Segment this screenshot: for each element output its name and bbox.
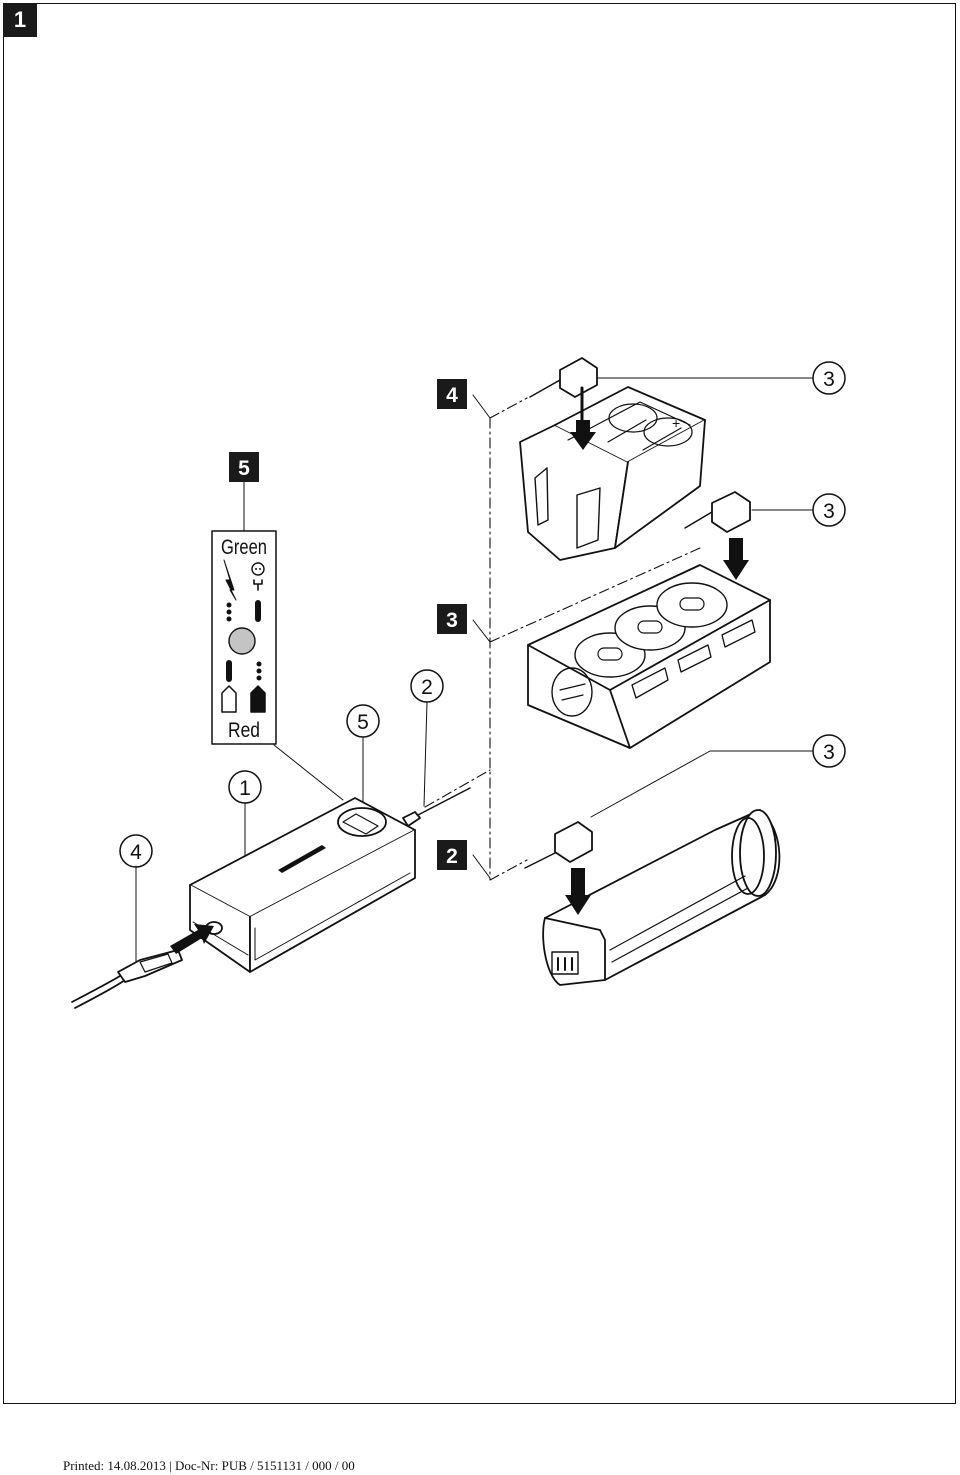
- battery-empty-icon: [221, 685, 237, 713]
- dashed-guide: [424, 397, 701, 881]
- svg-text:5: 5: [238, 457, 250, 480]
- connector-middle: [684, 491, 751, 580]
- figure-number: 1: [3, 3, 37, 37]
- svg-text:5: 5: [357, 711, 369, 734]
- svg-text:1: 1: [239, 777, 251, 800]
- connector-bottom: [524, 821, 593, 915]
- hilti-logo: [278, 845, 326, 873]
- svg-text:2: 2: [446, 845, 458, 868]
- circle-callouts: 1 2 5 4 3 3 3: [119, 361, 846, 868]
- mains-cable: [71, 924, 214, 1009]
- svg-text:4: 4: [130, 841, 142, 864]
- insert-arrow-plug: [170, 924, 214, 954]
- led-lamp: [228, 627, 256, 655]
- status-dots-bottom: [226, 660, 262, 682]
- li-ion-battery: [542, 809, 781, 986]
- svg-text:+: +: [672, 415, 680, 431]
- svg-text:3: 3: [823, 741, 835, 764]
- insert-arrow-middle: [723, 538, 749, 580]
- battery-tray-large: [527, 564, 771, 749]
- plug-icon: [251, 562, 265, 591]
- battery-full-icon: [250, 685, 266, 713]
- battery-holder-small: +: [519, 386, 706, 561]
- svg-text:3: 3: [823, 368, 835, 391]
- insert-arrow-bottom: [565, 868, 591, 915]
- green-label: Green: [221, 536, 267, 559]
- leader-lines: [135, 377, 814, 971]
- red-label: Red: [228, 719, 260, 742]
- page-frame: [3, 3, 956, 1404]
- svg-text:3: 3: [823, 500, 835, 523]
- footer-print-info: Printed: 14.08.2013 | Doc-Nr: PUB / 5151…: [63, 1458, 355, 1473]
- svg-text:3: 3: [446, 609, 458, 632]
- svg-text:4: 4: [446, 384, 458, 407]
- status-dots-top: [226, 600, 261, 622]
- square-callouts: 5 4 3 2: [229, 379, 467, 870]
- insert-arrow-top: [570, 420, 596, 450]
- lightning-icon: [223, 559, 237, 601]
- led-indicator-panel: Green Red: [211, 530, 277, 745]
- connector-top: [529, 357, 598, 450]
- svg-text:2: 2: [421, 676, 433, 699]
- power-adapter: [189, 787, 471, 973]
